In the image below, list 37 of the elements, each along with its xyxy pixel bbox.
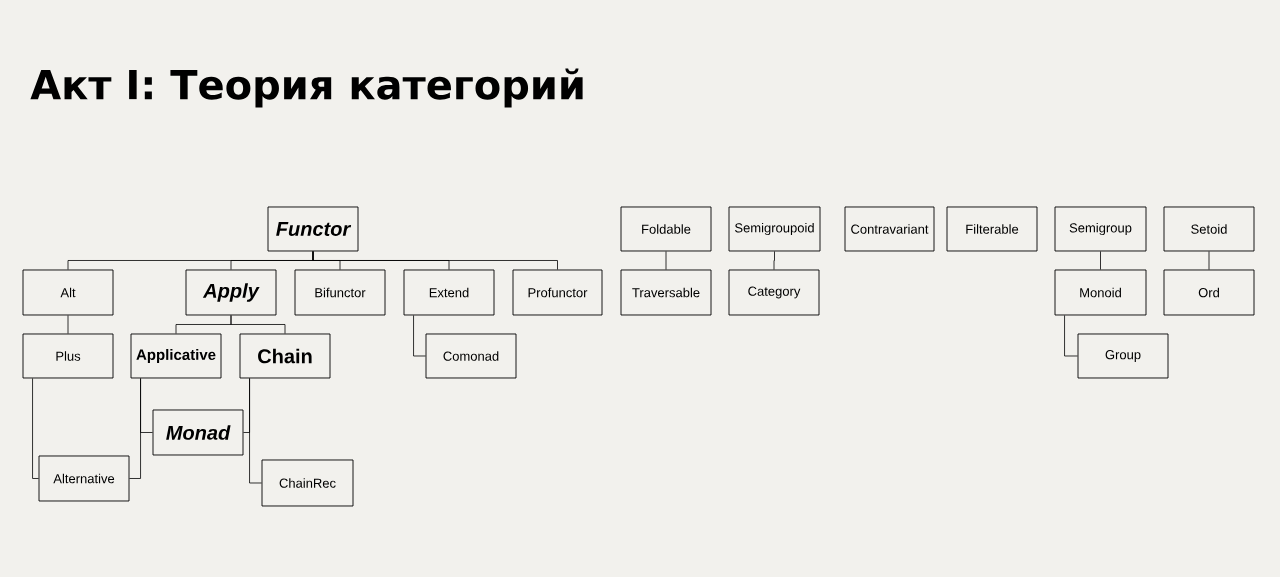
- class-box: Group: [1077, 333, 1169, 379]
- class-box: Monad: [152, 409, 244, 456]
- connector-line: [1100, 251, 1101, 270]
- class-box: Contravariant: [844, 206, 935, 252]
- connector-line: [129, 378, 141, 479]
- connector-line: [249, 378, 262, 484]
- class-box: Alternative: [38, 455, 130, 502]
- class-box: Category: [728, 269, 820, 316]
- class-box: Functor: [267, 206, 359, 252]
- class-box: Semigroup: [1054, 206, 1147, 252]
- connector-line: [1208, 251, 1210, 270]
- connector-line: [773, 251, 775, 270]
- class-box: Semigroupoid: [728, 206, 821, 252]
- connector-line: [67, 315, 69, 334]
- class-box: Apply: [185, 269, 277, 316]
- class-box: Chain: [239, 333, 331, 379]
- class-box: Bifunctor: [294, 269, 386, 316]
- connector-line: [230, 315, 286, 334]
- class-box: Profunctor: [512, 269, 603, 316]
- class-box: Comonad: [425, 333, 517, 379]
- class-box: Setoid: [1163, 206, 1255, 252]
- class-box: ChainRec: [261, 459, 354, 507]
- class-box: Extend: [403, 269, 495, 316]
- class-box: Monoid: [1054, 269, 1147, 316]
- connector-line: [1064, 315, 1078, 357]
- connector-line: [312, 251, 558, 270]
- connector-line: [32, 378, 39, 479]
- class-box: Ord: [1163, 269, 1255, 316]
- class-box: Filterable: [946, 206, 1038, 252]
- class-box: Traversable: [620, 269, 712, 316]
- class-box: Alt: [22, 269, 114, 316]
- class-box: Foldable: [620, 206, 712, 252]
- class-box: Plus: [22, 333, 114, 379]
- class-box: Applicative: [130, 333, 222, 379]
- title: Акт I: Теория категорий: [30, 68, 583, 108]
- connector-line: [413, 315, 426, 357]
- connector-line: [665, 251, 667, 270]
